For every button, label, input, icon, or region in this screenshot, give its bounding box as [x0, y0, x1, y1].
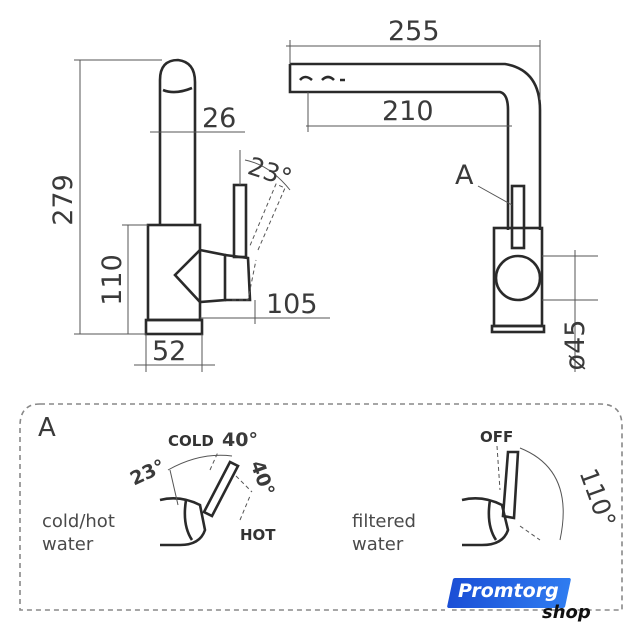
caption-filtered: filtered: [352, 511, 416, 532]
dim-reach-105: 105: [266, 289, 318, 320]
detail-section-label: A: [38, 413, 56, 443]
detail-border: [19, 403, 623, 611]
side-view: 279 110 26 52 105 23°: [48, 58, 330, 372]
logo-secondary: shop: [542, 602, 591, 623]
front-base: [490, 324, 546, 334]
detail-filtered: filtered water OFF 110°: [352, 428, 621, 555]
angle-hot-40: 40°: [246, 458, 279, 499]
dim-reach-210: 210: [382, 96, 434, 127]
front-spout-tube: [290, 62, 542, 230]
detail-panel: A cold/hot water COLD HOT 40° 40° 23° fi…: [19, 403, 623, 611]
label-hot: HOT: [240, 526, 276, 544]
dim-diameter-45: ø45: [560, 320, 591, 371]
side-handle-joint: [173, 248, 227, 304]
dim-base-52: 52: [152, 336, 186, 367]
promtorg-logo: Promtorg shop: [446, 578, 610, 624]
front-filter-lever: [510, 184, 526, 250]
caption-cold-hot: cold/hot: [42, 511, 115, 532]
front-handle-knob: [494, 254, 542, 302]
dim-height-279: 279: [48, 174, 79, 226]
side-handle-lever: [232, 183, 248, 259]
label-cold: COLD: [168, 432, 214, 450]
side-base: [144, 318, 204, 336]
filter-lever: [501, 450, 520, 520]
angle-filter-110: 110°: [574, 465, 622, 532]
label-off: OFF: [480, 428, 513, 446]
front-body: [492, 226, 544, 328]
front-view: 255 210 A ø45: [286, 16, 598, 372]
dim-offset-26: 26: [202, 103, 236, 134]
side-spout-tube: [158, 58, 197, 225]
angle-tilt-23: 23°: [127, 455, 169, 490]
angle-cold-40: 40°: [222, 429, 258, 451]
caption-filtered-water: water: [352, 534, 404, 555]
caption-cold-hot-water: water: [42, 534, 94, 555]
detail-cold-hot: cold/hot water COLD HOT 40° 40° 23°: [42, 429, 279, 555]
cold-hot-lever: [202, 460, 240, 518]
dim-tilt-23: 23°: [244, 151, 295, 192]
logo-primary: Promtorg: [458, 580, 559, 602]
dim-width-255: 255: [388, 16, 440, 47]
side-body: [146, 223, 202, 322]
dim-body-110: 110: [97, 254, 128, 306]
callout-a: A: [455, 160, 474, 191]
